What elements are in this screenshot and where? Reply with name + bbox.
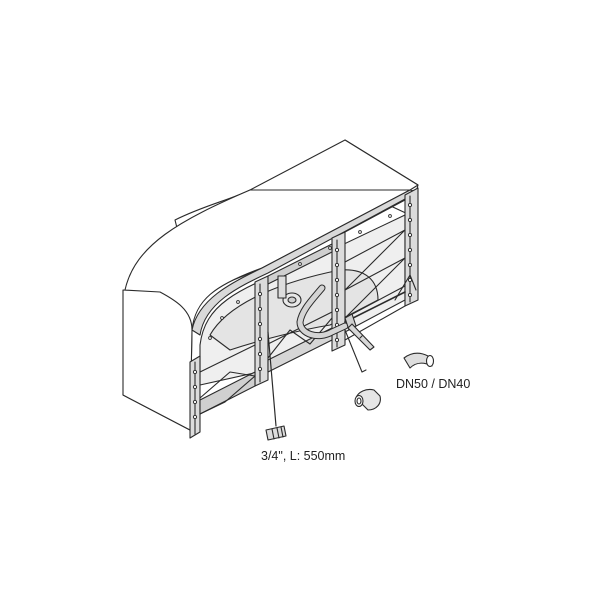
frame-bolts bbox=[192, 202, 413, 420]
waste-pipe-assembly bbox=[277, 275, 357, 340]
pipe-elbow-icon bbox=[403, 352, 435, 369]
drain-pipe bbox=[344, 323, 375, 373]
supply-hose-label: 3/4", L: 550mm bbox=[261, 449, 345, 463]
supply-hose bbox=[265, 331, 287, 441]
side-face bbox=[122, 289, 193, 431]
drain-size-label: DN50 / DN40 bbox=[396, 377, 470, 391]
left-post bbox=[189, 344, 256, 439]
threaded-fitting-icon bbox=[354, 388, 381, 411]
